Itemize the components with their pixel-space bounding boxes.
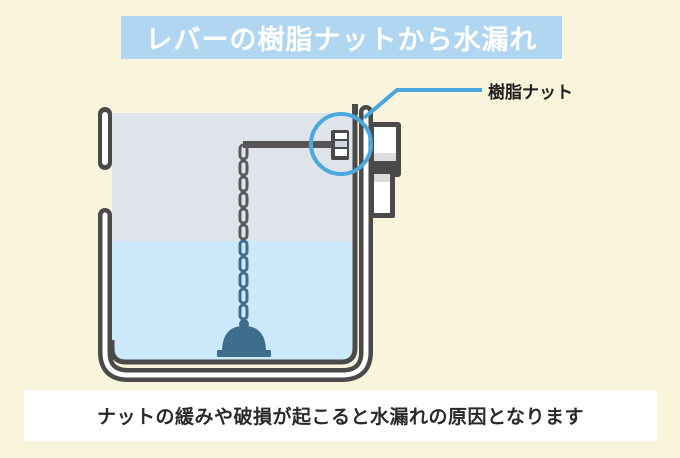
callout <box>309 88 482 176</box>
lever-arm <box>243 141 335 148</box>
title-text: レバーの樹脂ナットから水漏れ <box>145 25 538 56</box>
lever-handle <box>369 122 401 218</box>
resin-nut <box>331 130 349 160</box>
tank-wall <box>98 104 373 382</box>
tank-water <box>112 241 355 360</box>
flapper-valve <box>217 319 271 357</box>
callout-leader-line <box>362 88 482 120</box>
caption-text: ナットの緩みや破損が起こると水漏れの原因となります <box>97 406 584 428</box>
caption-box: ナットの緩みや破損が起こると水漏れの原因となります <box>24 390 657 441</box>
resin-nut-label: 樹脂ナット <box>488 83 573 103</box>
tank-air-region <box>112 113 355 241</box>
title-banner: レバーの樹脂ナットから水漏れ <box>121 16 562 59</box>
callout-circle <box>309 112 373 176</box>
tank-left-upper-wall <box>98 107 112 170</box>
chain <box>238 143 249 321</box>
